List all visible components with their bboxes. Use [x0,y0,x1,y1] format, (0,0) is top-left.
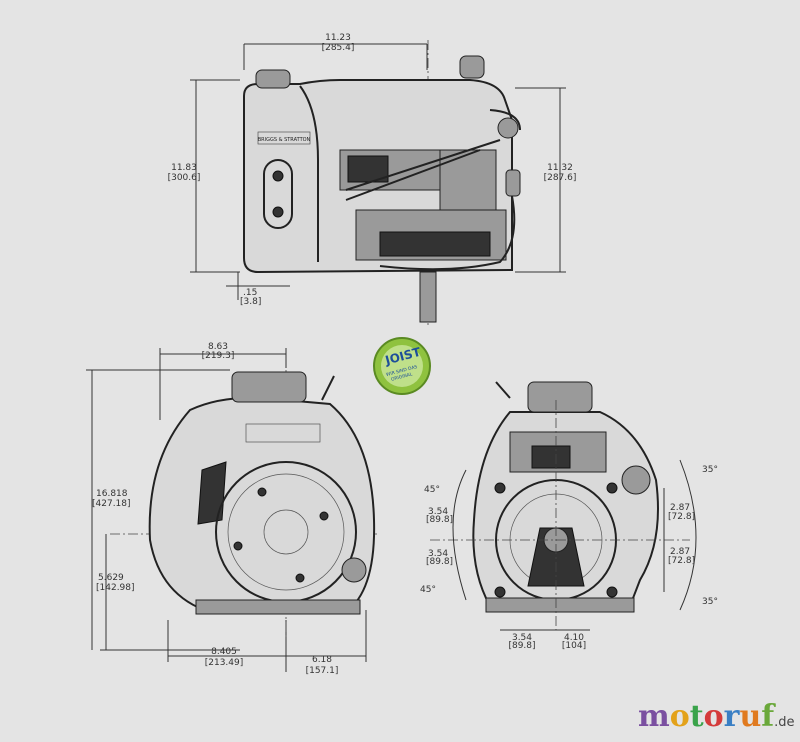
screen-bolt [233,541,243,551]
dim-base-a-mm: [89.8] [508,641,535,651]
angle-upper-right: 35° [702,465,718,475]
watermark-letter: r [724,699,741,734]
fuel-filter [505,169,521,197]
dim-top-width-mm: [285.4] [322,43,355,53]
handle-bolt [272,206,284,218]
dim-top-offset-in: .15 [243,288,257,298]
dim-left-height-mm: [427.18] [92,499,131,509]
blower-housing [148,396,376,613]
screen-bolt [319,511,329,521]
crankshaft [419,271,437,323]
linkage-rod [345,139,501,191]
breather-hose [489,109,521,131]
carburetor-right [531,445,571,469]
watermark-text: motoruf.de [638,699,795,734]
breather-handle [495,381,511,399]
side-grille [197,461,227,525]
dim-left-bottom-in: 8.405 [211,647,237,657]
watermark-letter: t [690,699,704,734]
dim-bolt-a-mm: [89.8] [426,515,453,525]
dim-left-top-in: 8.63 [208,342,228,352]
base-plate [485,597,635,613]
badge-inner [381,345,423,387]
dim-top-width-in: 11.23 [325,33,351,43]
fuel-tank-cap-right [527,381,593,413]
fuel-cap [255,69,291,89]
dim-right-b-in: 2.87 [670,547,690,557]
dim-top-height-mm: [300.6] [168,173,201,183]
fuel-tank-cap [231,371,307,403]
left-engine-view: 8.63 [219.3] 16.818 [427.18] 5.629 [142.… [86,342,380,676]
angle-arc-left [452,469,467,601]
flywheel-ring [227,473,345,591]
top-engine-view: 11.23 [285.4] 11.83 [300.6] 11.32 [287.6… [168,33,577,328]
dipstick [321,375,335,401]
watermark-letter: f [761,699,776,734]
linkage-rod [345,149,481,201]
governor-area [439,149,497,211]
angle-lower-right: 35° [702,597,718,607]
dim-base-b-in: 4.10 [564,633,584,643]
handle-bolt [272,170,284,182]
right-engine-view: 45° 45° 35° 35° 3.54 [89.8] 3.54 [89.8] … [420,381,718,651]
dim-left-height-in: 16.818 [96,489,128,499]
dim-top-height-in: 11.83 [171,163,197,173]
dim-bolt-a-in: 3.54 [428,507,448,517]
dim-bolt-b-mm: [89.8] [426,557,453,567]
mount-bolt [606,586,618,598]
shroud-edge [299,85,319,262]
dim-bolt-b-in: 3.54 [428,549,448,559]
dim-left-bottom-right-in: 6.18 [312,655,332,665]
dim-right-a-in: 2.87 [670,503,690,513]
dim-left-low-in: 5.629 [98,573,124,583]
dim-right-b-mm: [72.8] [668,556,695,566]
dim-top-right-in: 11.32 [547,163,573,173]
watermark-letter: o [670,699,690,734]
watermark-letter: u [739,699,761,734]
angle-upper-left: 45° [424,485,440,495]
screen-bolt [295,573,305,583]
mount-bolt [494,586,506,598]
oil-fill-cap [459,55,485,79]
pull-handle [263,159,293,229]
screen-bolt [257,487,267,497]
flywheel-hub [263,509,309,555]
dim-base-b-mm: [104] [562,641,586,651]
watermark-letter: m [638,699,670,734]
starter [621,465,651,495]
watermark-letter: o [704,699,724,734]
fuel-line [379,195,516,271]
dim-right-a-mm: [72.8] [668,512,695,522]
pulley [497,117,519,139]
mount-bolt [494,482,506,494]
joist-badge: JOIST WIR SIND DAS ORIGINAL [373,337,431,395]
dim-top-right-mm: [287.6] [544,173,577,183]
dim-base-a-in: 3.54 [512,633,532,643]
motoruf-watermark: motoruf.de [638,699,795,734]
watermark-suffix: .de [774,715,794,730]
dim-left-top-mm: [219.3] [202,351,235,361]
engine-base [195,599,361,615]
grille [245,423,321,443]
badge-line2: ORIGINAL [390,371,413,383]
angle-arc-right [679,459,697,611]
dim-left-low-mm: [142.98] [96,583,135,593]
brand-label: BRIGGS & STRATTON [258,137,311,143]
dim-left-bottom-right-mm: [157.1] [306,666,339,676]
mount-bolt [606,482,618,494]
angle-lower-left: 45° [420,585,436,595]
oil-filter [341,557,367,583]
brand-plate [257,131,311,145]
dim-top-offset-mm: [3.8] [240,297,261,307]
dim-left-bottom-mm: [213.49] [205,658,244,668]
sump [379,231,491,257]
